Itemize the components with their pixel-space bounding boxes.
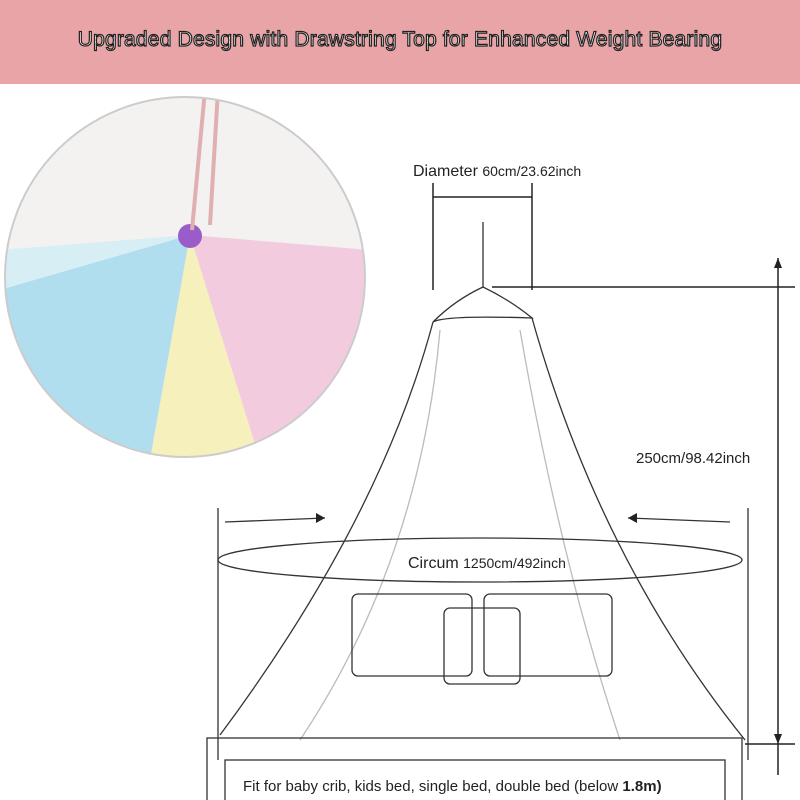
- photo-frame: [4, 96, 366, 458]
- banner-title: Upgraded Design with Drawstring Top for …: [77, 27, 723, 51]
- fit-size: 1.8m): [622, 778, 662, 795]
- circumference-label: Circum 1250cm/492inch: [408, 555, 566, 573]
- circum-value: 1250cm/492inch: [463, 555, 566, 571]
- circum-title: Circum: [408, 555, 459, 572]
- fit-description: Fit for baby crib, kids bed, single bed,…: [243, 778, 619, 795]
- height-dimension: [492, 258, 795, 775]
- fit-text: Fit for baby crib, kids bed, single bed,…: [243, 778, 662, 795]
- diameter-label: Diameter 60cm/23.62inch: [413, 163, 581, 181]
- height-label: 250cm/98.42inch: [636, 450, 751, 467]
- diameter-value: 60cm/23.62inch: [482, 163, 582, 179]
- canopy-net: [206, 222, 749, 800]
- arrow-heads: [316, 258, 782, 744]
- diameter-title: Diameter: [413, 163, 478, 180]
- product-photo: [5, 97, 365, 457]
- diameter-dimension: [432, 183, 533, 290]
- title-banner: Upgraded Design with Drawstring Top for …: [0, 0, 800, 84]
